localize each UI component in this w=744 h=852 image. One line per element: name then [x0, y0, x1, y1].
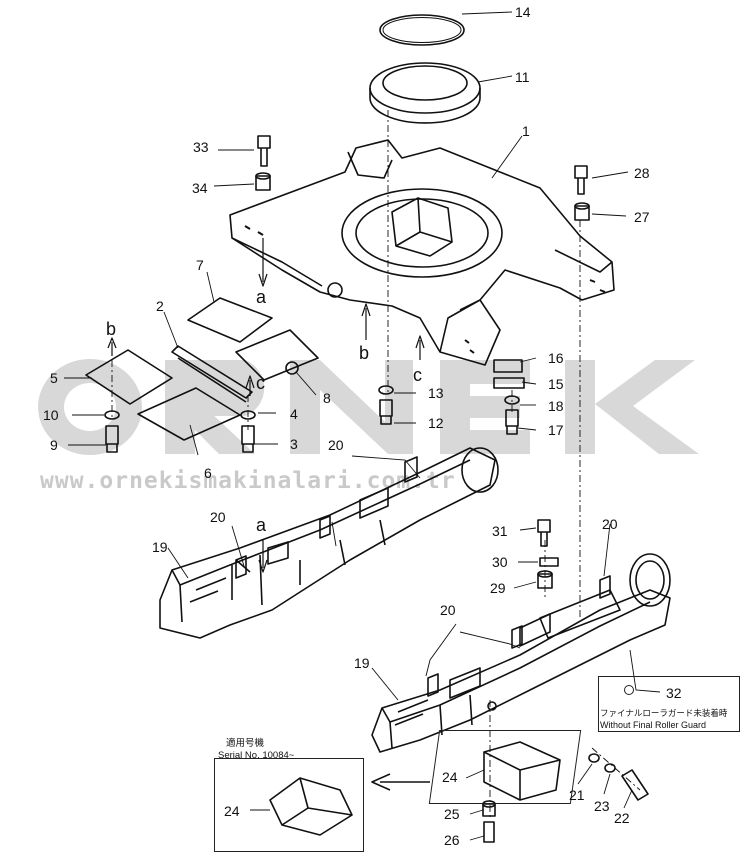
bolt-33 [257, 135, 271, 167]
callout-1: 1 [522, 123, 530, 139]
guard-note-jp: ファイナルローラガード未装着時 [600, 708, 728, 718]
bolt-22 [621, 769, 649, 801]
bolt-12 [379, 399, 393, 425]
callout-34: 34 [192, 180, 208, 196]
bolt-28 [574, 165, 588, 195]
callout-30: 30 [492, 554, 508, 570]
cover-5 [85, 349, 173, 405]
snap-ring-14 [379, 14, 465, 46]
bolt-26 [483, 821, 495, 843]
callout-27: 27 [634, 209, 650, 225]
bar-2 [171, 345, 253, 403]
callout-19b: 19 [354, 655, 370, 671]
serial-note: Serial No. 10084~ [218, 750, 295, 761]
callout-31: 31 [492, 523, 508, 539]
bolt-31 [537, 519, 551, 547]
seal-ring-11 [369, 62, 481, 124]
callout-23: 23 [594, 798, 610, 814]
callout-14: 14 [515, 4, 531, 20]
track-frame-19-right [371, 553, 671, 753]
callout-24a: 24 [442, 769, 458, 785]
ref-c-center: c [413, 365, 422, 385]
callout-20a: 20 [328, 437, 344, 453]
callout-17: 17 [548, 422, 564, 438]
callout-32: 32 [666, 685, 682, 701]
callout-5: 5 [50, 370, 58, 386]
callout-20b: 20 [210, 509, 226, 525]
callout-26: 26 [444, 832, 460, 848]
callout-16: 16 [548, 350, 564, 366]
callout-25: 25 [444, 806, 460, 822]
callout-18: 18 [548, 398, 564, 414]
revolving-frame-1 [229, 139, 615, 366]
ref-b-left: b [106, 319, 117, 339]
callout-29: 29 [490, 580, 506, 596]
ref-b-center: b [359, 343, 370, 363]
spacer-25 [482, 800, 496, 817]
callout-3: 3 [290, 436, 298, 452]
ref-a-frame: a [256, 515, 267, 535]
guard-24-main [483, 741, 561, 801]
callout-4: 4 [290, 406, 298, 422]
washer-21 [588, 753, 600, 763]
bolt-9 [105, 425, 119, 453]
callout-19a: 19 [152, 539, 168, 555]
ref-a-top: a [256, 287, 267, 307]
callout-7: 7 [196, 257, 204, 273]
callout-20c: 20 [602, 516, 618, 532]
callout-6: 6 [204, 465, 212, 481]
plate-30 [539, 557, 559, 567]
callout-15: 15 [548, 376, 564, 392]
cover-7 [187, 297, 273, 343]
callout-8: 8 [323, 390, 331, 406]
callout-10: 10 [43, 407, 59, 423]
ref-c-left: c [256, 373, 265, 393]
callout-11: 11 [515, 69, 530, 85]
serial-note-jp: 適用号機 [226, 738, 265, 749]
callout-28: 28 [634, 165, 650, 181]
callout-33: 33 [193, 139, 209, 155]
item-32-nut [624, 685, 634, 695]
spacer-27 [574, 202, 590, 221]
arrow-to-serial-box [371, 773, 430, 791]
washer-23 [604, 763, 616, 773]
callout-20d: 20 [440, 602, 456, 618]
callout-2: 2 [156, 298, 164, 314]
callout-9: 9 [50, 437, 58, 453]
guard-note-en: Without Final Roller Guard [600, 720, 707, 730]
guard-24-alt [269, 777, 353, 836]
gasket-15 [493, 377, 525, 389]
callout-22: 22 [614, 810, 630, 826]
washer-13 [378, 385, 394, 395]
spacer-34 [255, 172, 271, 191]
cover-6 [137, 387, 241, 441]
cover-8 [235, 329, 319, 381]
callout-13: 13 [428, 385, 444, 401]
plate-16 [493, 359, 523, 373]
callout-12: 12 [428, 415, 444, 431]
callout-24b: 24 [224, 803, 240, 819]
guard-24-frame [428, 730, 582, 804]
callout-21: 21 [569, 787, 585, 803]
track-frame-19-left [159, 447, 499, 639]
bolt-17 [505, 409, 519, 435]
guard-box [598, 676, 740, 732]
